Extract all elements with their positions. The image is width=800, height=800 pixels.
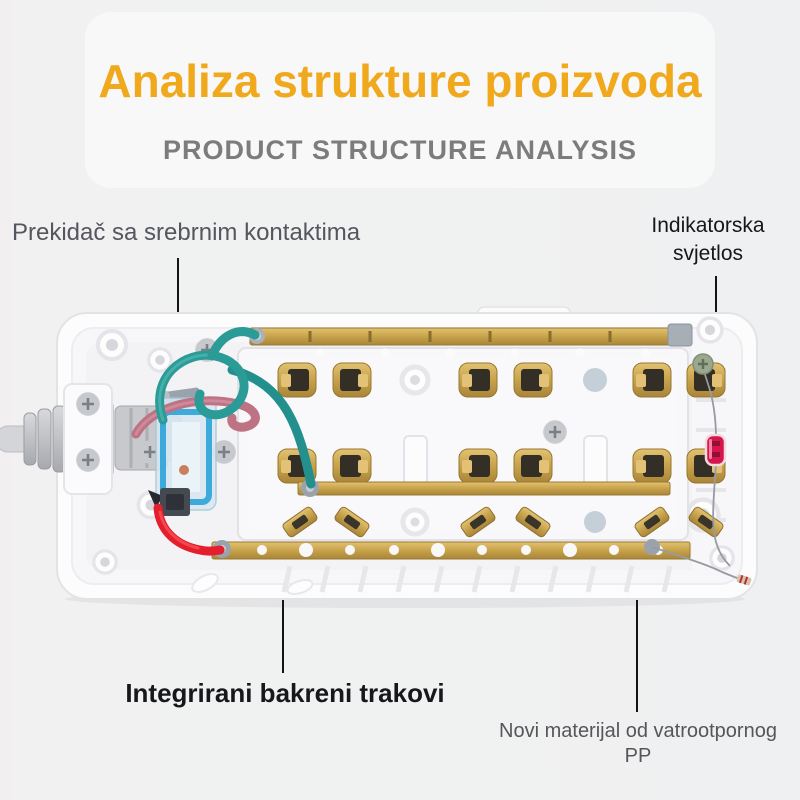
mount-boss — [96, 329, 128, 361]
internal-wires — [131, 327, 316, 556]
socket-contacts-row1 — [277, 362, 726, 398]
wire-teal-long — [227, 365, 316, 489]
leader-line-copper — [282, 556, 284, 673]
annotation-indicator-label: Indikatorska svjetlos — [651, 214, 765, 265]
power-cable-gland — [0, 383, 182, 495]
copper-busbar-middle — [297, 479, 671, 497]
leader-line-material — [636, 592, 638, 712]
annotation-copper-strips-label: Integrirani bakreni trakovi — [125, 678, 445, 708]
page-subtitle: PRODUCT STRUCTURE ANALYSIS — [162, 135, 638, 165]
wire-red — [153, 503, 225, 556]
annotation-switch-label: Prekidač sa srebrnim kontaktima — [12, 219, 361, 246]
page-title: Analiza strukture proizvoda — [98, 55, 702, 107]
wire-teal-top — [207, 327, 260, 361]
socket-slots-row3 — [280, 505, 726, 539]
power-switch — [137, 387, 237, 516]
annotation-material-label: Novi materijal od vatrootpornog PP — [499, 720, 777, 768]
resistor — [736, 574, 752, 586]
product-photo — [0, 306, 758, 608]
grounding-screw — [692, 353, 714, 375]
indicator-light — [692, 353, 731, 567]
title-panel — [85, 12, 715, 188]
